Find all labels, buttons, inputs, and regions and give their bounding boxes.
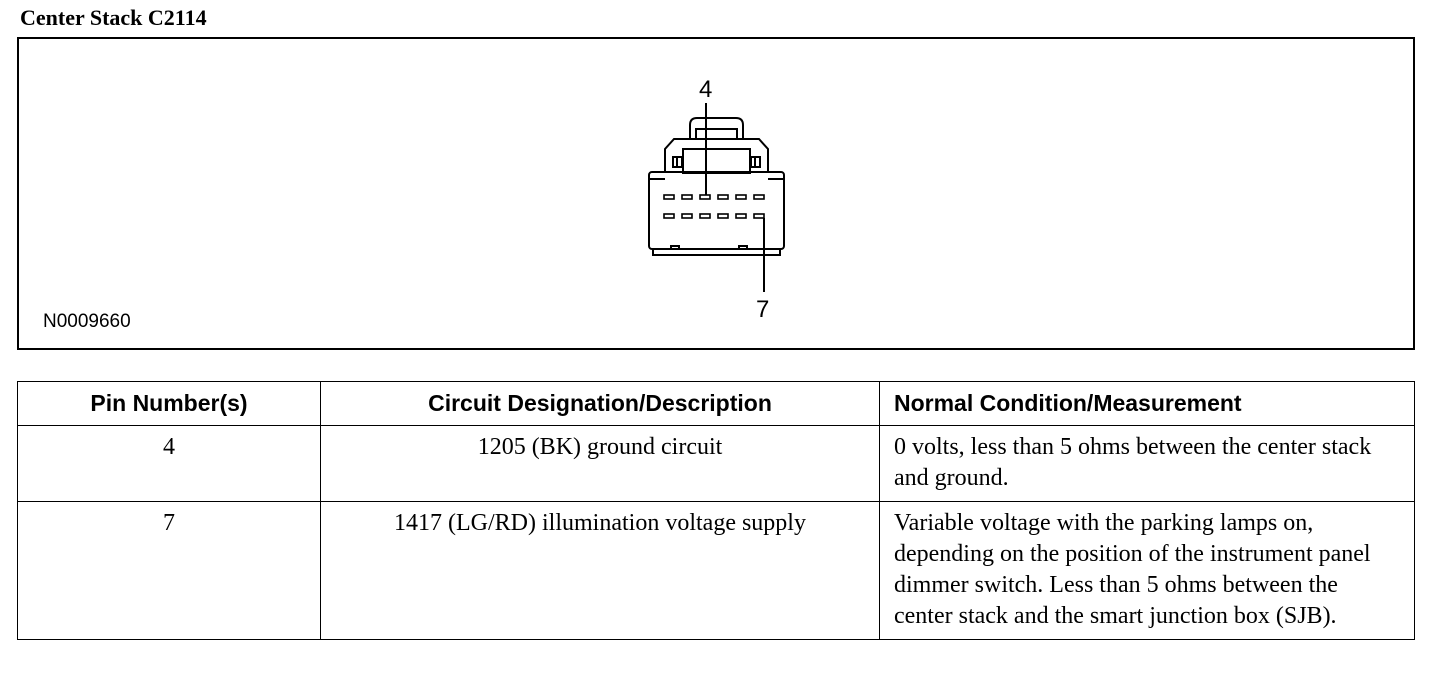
circuit-cell: 1417 (LG/RD) illumination voltage supply xyxy=(320,501,880,640)
pin-4-callout: 4 xyxy=(699,76,712,103)
connector-diagram: 4 7 xyxy=(648,76,785,323)
pin-number-cell: 4 xyxy=(17,425,321,502)
header-pin-number: Pin Number(s) xyxy=(17,381,321,426)
condition-cell: 0 volts, less than 5 ohms between the ce… xyxy=(879,425,1415,502)
header-circuit: Circuit Designation/Description xyxy=(320,381,880,426)
connector-figure: 4 7 N0009660 xyxy=(17,37,1415,350)
pin-cavities xyxy=(663,194,765,219)
circuit-cell: 1205 (BK) ground circuit xyxy=(320,425,880,502)
header-condition: Normal Condition/Measurement xyxy=(879,381,1415,426)
table-row: 7 1417 (LG/RD) illumination voltage supp… xyxy=(17,501,1415,640)
pin-table: Pin Number(s) Circuit Designation/Descri… xyxy=(17,381,1415,640)
connector-body xyxy=(648,117,785,256)
page-title: Center Stack C2114 xyxy=(20,5,207,30)
figure-id: N0009660 xyxy=(43,311,131,332)
condition-cell: Variable voltage with the parking lamps … xyxy=(879,501,1415,640)
pin-number-cell: 7 xyxy=(17,501,321,640)
pin-7-callout: 7 xyxy=(756,296,769,323)
table-header-row: Pin Number(s) Circuit Designation/Descri… xyxy=(17,381,1415,426)
table-row: 4 1205 (BK) ground circuit 0 volts, less… xyxy=(17,425,1415,502)
